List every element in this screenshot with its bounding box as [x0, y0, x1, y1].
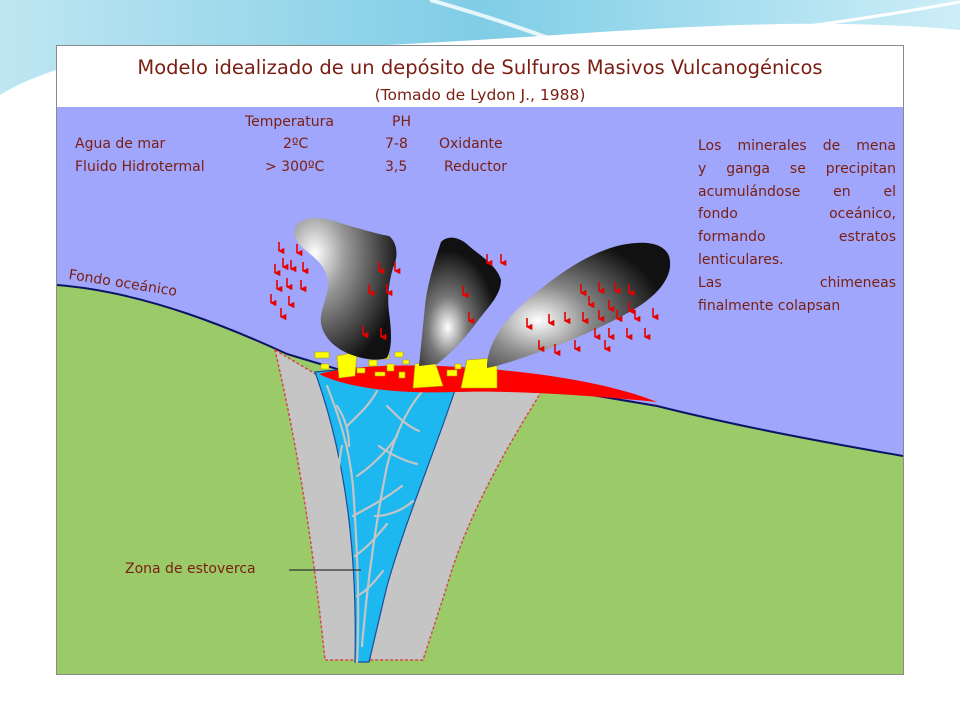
row-hydrothermal-name: Fluido Hidrotermal: [75, 159, 205, 175]
note-line: acumulándose en el: [698, 183, 896, 200]
smoke-plume-right: [487, 242, 671, 368]
note-line: Los minerales de mena: [698, 138, 896, 154]
note-line: finalmente colapsan: [698, 297, 841, 314]
diagram-frame: Modelo idealizado de un depósito de Sulf…: [57, 46, 903, 674]
note-line: fondo oceánico,: [698, 206, 896, 223]
smoke-plume-left: [294, 218, 397, 360]
row-seawater-temperature: 2ºC: [283, 136, 309, 152]
precipitation-arrows: [269, 242, 659, 357]
diagram-source: (Tomado de Lydon J., 1988): [374, 86, 586, 104]
note-line: y ganga se precipitan: [698, 160, 896, 177]
row-hydrothermal-ph: 3,5: [385, 159, 408, 175]
header-temperature: Temperatura: [245, 114, 334, 130]
explanatory-note: Los minerales de mena y ganga se precipi…: [698, 135, 896, 317]
row-seawater-condition: Oxidante: [439, 136, 503, 152]
header-ph: PH: [392, 114, 411, 130]
note-line: formando estratos: [698, 229, 896, 246]
row-seawater-name: Agua de mar: [75, 136, 166, 152]
stockwork-label: Zona de estoverca: [125, 561, 256, 577]
slide-swoosh-top: [0, 0, 960, 95]
diagram-title: Modelo idealizado de un depósito de Sulf…: [137, 56, 823, 79]
note-line: Las chimeneas: [698, 274, 896, 291]
smoke-plume-middle: [419, 237, 501, 366]
row-hydrothermal-temperature: > 300ºC: [265, 159, 325, 175]
row-seawater-ph: 7-8: [385, 136, 408, 152]
note-line: lenticulares.: [698, 251, 784, 268]
chimney-base-left: [336, 351, 358, 379]
row-hydrothermal-condition: Reductor: [444, 159, 507, 175]
stockwork-veins: [325, 382, 431, 664]
vms-deposit-diagram: [57, 107, 903, 674]
